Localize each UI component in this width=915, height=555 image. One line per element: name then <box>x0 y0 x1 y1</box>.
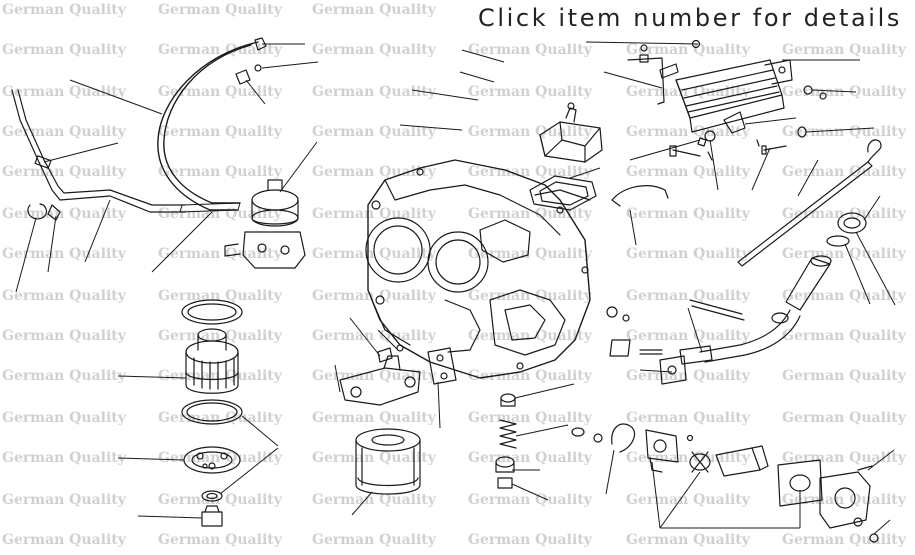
oil-cooler-group <box>627 39 827 161</box>
callout-breather-hose[interactable] <box>687 307 703 353</box>
callout-breather-box[interactable] <box>399 124 463 131</box>
callout-vent-fitting[interactable] <box>639 369 673 373</box>
callout-oil-cap[interactable] <box>863 195 881 221</box>
callout-gasket-top[interactable] <box>569 167 601 179</box>
callout-cooler-nut[interactable] <box>805 127 875 133</box>
callout-flange-nut[interactable] <box>377 329 399 351</box>
callout-relief-plug[interactable] <box>514 383 575 399</box>
filler-group <box>606 212 867 385</box>
callout-filler-neck[interactable] <box>844 243 871 305</box>
callout-grommet[interactable] <box>261 61 319 69</box>
callout-fuel-hose-bottom[interactable] <box>151 211 213 273</box>
callout-pump-o-ring[interactable] <box>605 449 615 495</box>
callout-fuel-clip-small[interactable] <box>47 215 57 273</box>
callout-pump-studs[interactable] <box>867 449 895 471</box>
callout-cooler-bolt[interactable] <box>709 139 719 191</box>
callout-seal-ring[interactable] <box>511 483 549 501</box>
callout-leaders <box>15 41 896 535</box>
callout-fitting-upper[interactable] <box>245 79 266 105</box>
callout-flange-gasket[interactable] <box>437 381 441 429</box>
callout-pump-gears[interactable] <box>651 461 661 529</box>
strainer-stack <box>181 299 243 527</box>
callout-fuel-hose-lower[interactable] <box>84 199 111 263</box>
callout-pump-studs-lower[interactable] <box>873 519 891 535</box>
callout-oil-filter[interactable] <box>351 491 373 516</box>
callout-relief-spring[interactable] <box>515 424 569 437</box>
callout-drain-nut[interactable] <box>137 515 203 519</box>
callout-cooler-washer[interactable] <box>811 89 857 93</box>
callout-plunger[interactable] <box>411 89 479 101</box>
callout-bolt-washer[interactable] <box>629 139 701 161</box>
callout-fuel-pump[interactable] <box>279 141 318 193</box>
oil-pump-group <box>571 423 879 543</box>
callout-filler-seal[interactable] <box>855 231 896 306</box>
callout-gasket-set-bottom[interactable] <box>219 447 279 495</box>
instruction-heading: Click item number for details <box>478 4 902 32</box>
callout-fitting-mid[interactable] <box>461 49 505 63</box>
callout-fuel-line-upper-left[interactable] <box>69 79 163 115</box>
callout-strainer-screen[interactable] <box>117 457 185 461</box>
callout-gasket-set-top[interactable] <box>241 415 279 447</box>
callout-sump-plate[interactable] <box>334 364 341 393</box>
callout-dipstick[interactable] <box>797 159 819 197</box>
engine-case <box>365 159 591 379</box>
callout-oil-cooler-bracket[interactable] <box>603 71 663 89</box>
callout-nut-top[interactable] <box>585 41 699 45</box>
callout-plunger-spring[interactable] <box>459 71 495 83</box>
callout-oil-strainer-cover[interactable] <box>117 375 187 379</box>
relief-valve-group <box>495 393 517 489</box>
fuel-line-group <box>11 37 267 221</box>
callout-pump-cover[interactable] <box>659 471 701 529</box>
callout-cooler-seal[interactable] <box>744 117 797 125</box>
fuel-pump-group <box>224 179 306 269</box>
callout-fuel-line-mid[interactable] <box>43 142 119 163</box>
callout-fuel-clip-left[interactable] <box>15 217 37 293</box>
callout-filter-flange[interactable] <box>349 317 381 357</box>
dipstick-group <box>737 139 882 267</box>
callout-breather-gasket[interactable] <box>629 209 637 246</box>
callout-bolt-right[interactable] <box>751 147 771 191</box>
filter-group <box>339 344 457 495</box>
breather-box-group <box>529 102 669 211</box>
